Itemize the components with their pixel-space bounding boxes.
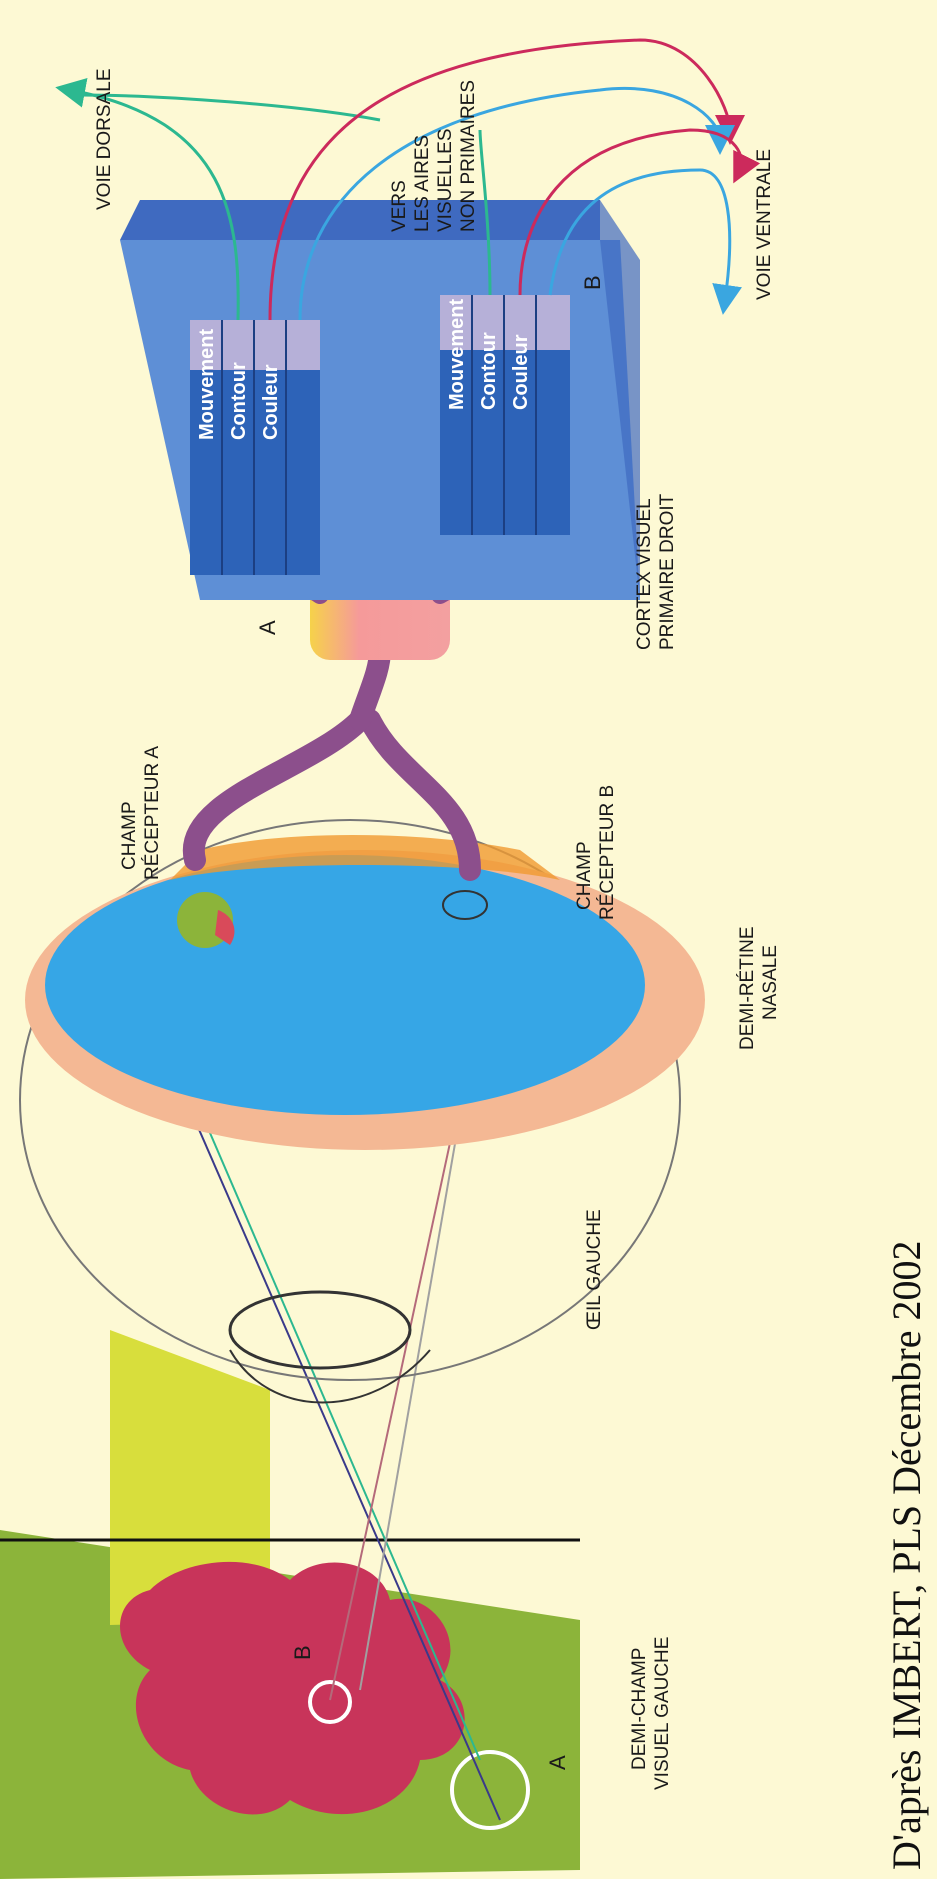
non-primary-label-1: VERS bbox=[389, 180, 410, 232]
column-b-cell-contour: Contour bbox=[478, 332, 500, 410]
hemifield-label-2: VISUEL GAUCHE bbox=[652, 1637, 673, 1790]
receptive-field-b-label-2: RÉCEPTEUR B bbox=[597, 785, 618, 920]
credit-text: D'après IMBERT, PLS Décembre 2002 bbox=[884, 1241, 929, 1871]
non-primary-label-4: NON PRIMAIRES bbox=[458, 80, 479, 232]
column-a-cell-contour: Contour bbox=[228, 362, 250, 440]
column-a-cell-movement: Mouvement bbox=[196, 329, 218, 440]
column-b-label: B bbox=[580, 275, 605, 290]
receptive-field-a-label-2: RÉCEPTEUR A bbox=[142, 746, 163, 880]
hemifield-label-1: DEMI-CHAMP bbox=[629, 1648, 650, 1770]
non-primary-label-2: LES AIRES bbox=[412, 135, 433, 232]
hemiretina-label-1: DEMI-RÉTINE bbox=[737, 927, 758, 1051]
column-b-cell-color: Couleur bbox=[510, 334, 532, 410]
dorsal-label: VOIE DORSALE bbox=[94, 69, 115, 211]
receptive-field-b-label-1: CHAMP bbox=[574, 841, 595, 910]
non-primary-label-3: VISUELLES bbox=[435, 129, 456, 233]
cortex-label-1: CORTEX VISUEL bbox=[634, 498, 655, 650]
point-a-label: A bbox=[545, 1755, 570, 1770]
left-eye-label: ŒIL GAUCHE bbox=[584, 1209, 605, 1330]
hemiretina-label-2: NASALE bbox=[760, 945, 781, 1020]
receptive-field-a-label-1: CHAMP bbox=[119, 801, 140, 870]
ventral-label: VOIE VENTRALE bbox=[754, 149, 775, 300]
column-a-label: A bbox=[255, 620, 280, 635]
cortex-label-2: PRIMAIRE DROIT bbox=[657, 493, 678, 650]
point-b-label: B bbox=[290, 1645, 315, 1660]
column-a-cell-color: Couleur bbox=[260, 364, 282, 440]
column-b-cell-movement: Mouvement bbox=[446, 299, 468, 410]
